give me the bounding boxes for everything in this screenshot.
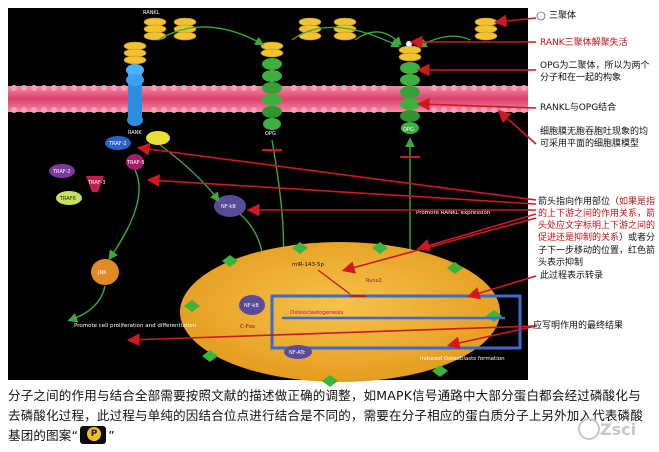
top-green-arrows: [157, 26, 471, 48]
promote-rankl-label: Promote RANKL expression: [416, 210, 491, 216]
traf2-node: [105, 136, 131, 150]
mir-inhibit-line: [317, 269, 351, 295]
svg-text:NF-kB: NF-kB: [244, 303, 259, 309]
mir-label: miR-143-5p: [292, 262, 324, 268]
note-transcription: 此过程表示转录: [540, 271, 604, 281]
annotation-arrows: [126, 14, 537, 350]
rank-label: RANK: [128, 130, 142, 136]
nuclear-pores: [184, 242, 502, 387]
svg-text:TRAF-5: TRAF-5: [126, 160, 145, 166]
note-rankl-opg: RANKL与OPG结合: [540, 103, 617, 113]
note-rank-trimer: RANK三聚体解聚失活: [540, 38, 628, 48]
rank-receptor: RANK: [123, 41, 147, 136]
svg-text:TRAF6: TRAF6: [59, 196, 76, 202]
watermark-logo-icon: [578, 418, 600, 440]
nfkb-cytoplasm: [214, 195, 246, 217]
jnk-node: [91, 259, 119, 285]
jnk-label: JNK: [97, 270, 107, 276]
opg-middle: OPG: [260, 41, 284, 137]
osteoclastogenesis-label: Osteoclastogenesis: [290, 310, 344, 316]
svg-text:TRAF-2: TRAF-2: [52, 169, 71, 175]
trimer-legend-circle: [536, 11, 546, 21]
traf6-node: [56, 191, 82, 205]
note-membrane-model: 细胞膜无胞吞胞吐现象的均可采用平面的细胞膜模型: [540, 127, 649, 150]
caption-text: 分子之间的作用与结合全部需要按照文献的描述做正确的调整，如MAPK信号通路中大部…: [8, 386, 653, 446]
note-arrow-usage: 箭头指向作用部位（如果是指的上下游之间的作用关系，箭头处应文字标明上下游之间的促…: [538, 197, 656, 268]
note-trimer: 三聚体: [549, 11, 577, 21]
traf5-node: [126, 154, 144, 170]
nfatc-node: [284, 345, 312, 359]
traf-cluster: TRAF-2 TRAF-5 TRAF-2 TRAF-3 TRAF6: [49, 131, 170, 205]
traf6-node-top: [146, 131, 170, 145]
nfkb-nuclear: [239, 295, 265, 315]
svg-text:TRAF-3: TRAF-3: [87, 180, 106, 186]
watermark-text: Zsci: [600, 420, 637, 439]
signal-paths: [67, 137, 415, 323]
rankl-label: RANKL: [143, 10, 160, 16]
nfkb-label: NF-kB: [221, 204, 236, 210]
phosphate-badge-icon: [80, 426, 107, 444]
membrane-beads: [11, 85, 527, 113]
transcription-box: [270, 294, 522, 350]
trimer-marker-dot: [405, 40, 413, 48]
svg-text:NF-ATc: NF-ATc: [289, 350, 306, 356]
opg-label-middle: OPG: [265, 131, 276, 137]
note-final-result: 应写明作用的最终结果: [533, 321, 624, 331]
opg-right: OPG: [398, 45, 422, 134]
traf2-node-left: [49, 164, 75, 178]
promote-prolif-label: Promote cell proliferation and different…: [74, 323, 197, 329]
note-opg-dimer: OPG为二聚体，所以为两个分子和在一起的构象: [540, 61, 650, 84]
traf3-node: [86, 176, 104, 192]
opg-label-right: OPG: [403, 127, 414, 133]
induced-osteoblasts-label: Induced Osteoblasts formation: [420, 356, 505, 362]
cfos-label: C-Fos: [240, 324, 255, 330]
inhibition-bars: [262, 149, 420, 297]
runx2-label: Runx2: [366, 278, 382, 284]
svg-text:TRAF-2: TRAF-2: [108, 141, 127, 147]
